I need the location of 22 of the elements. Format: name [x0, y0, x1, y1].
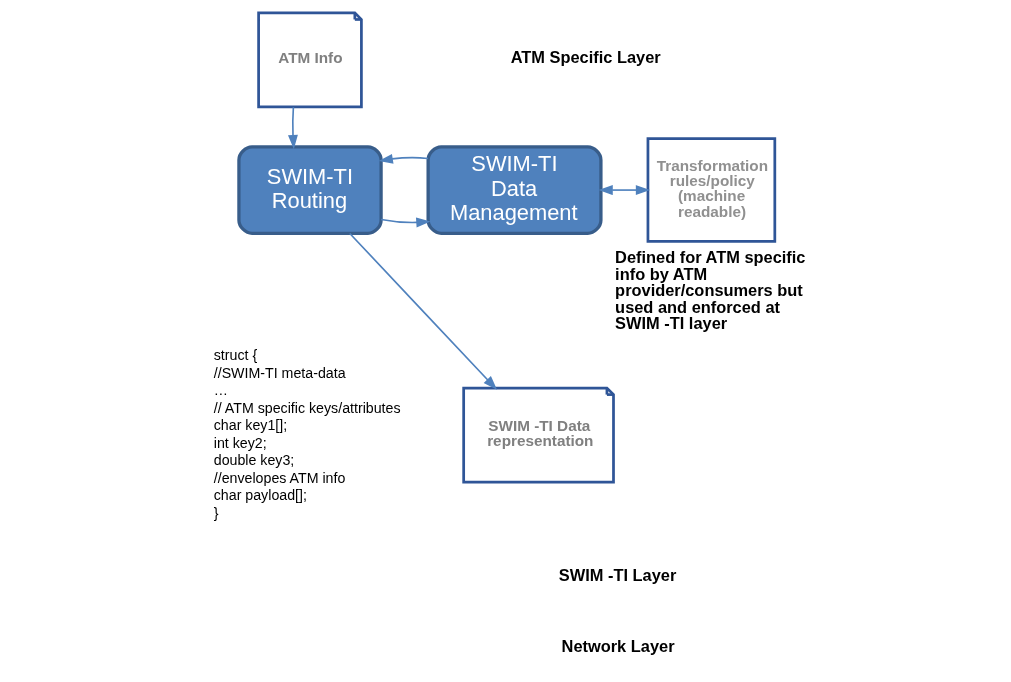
label: struct {	[213, 347, 258, 364]
label: //envelopes ATM info	[213, 469, 346, 486]
label: SWIM -TI Layer	[558, 566, 677, 585]
node-box: SWIM-TI Routing	[237, 145, 383, 235]
node-label: Defined for ATM specific info by ATM provider/consumers but used and enforced at SWIM -TI layer	[615, 248, 806, 332]
arrow	[287, 106, 298, 150]
arrow	[349, 232, 498, 390]
node-box: SWIM-TI Data Management	[426, 145, 603, 235]
arrow	[380, 217, 431, 228]
label: }	[213, 504, 219, 521]
node-box: Transformation rules/policy (machine readable)	[646, 137, 777, 243]
label: //SWIM-TI meta-data	[213, 364, 346, 381]
label: int key2;	[213, 434, 267, 451]
label: // ATM specific keys/attributes	[213, 399, 401, 416]
label: char payload[];	[213, 487, 307, 504]
label: double key3;	[213, 452, 295, 469]
arrow	[598, 185, 651, 196]
label: char key1[];	[213, 417, 288, 434]
label: Network Layer	[561, 637, 675, 656]
label: …	[213, 382, 228, 399]
label: ATM Specific Layer	[510, 47, 661, 66]
arrow	[378, 153, 429, 164]
